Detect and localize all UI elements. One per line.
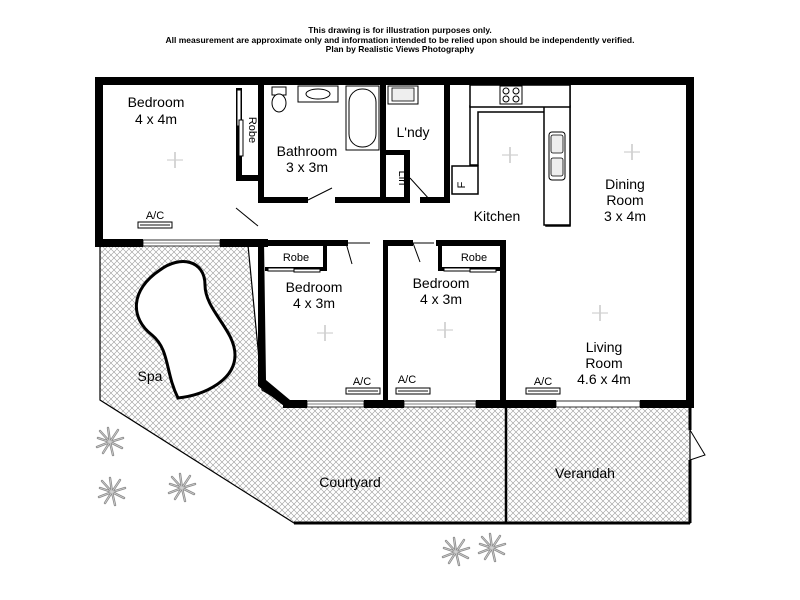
bedroom2-name: Bedroom <box>286 279 343 295</box>
ac-unit-icon <box>395 387 431 395</box>
verandah-name: Verandah <box>555 465 615 481</box>
bathroom-size: 3 x 3m <box>286 159 328 175</box>
robe-label-bedroom1: Robe <box>246 117 258 143</box>
spa-name: Spa <box>138 368 163 384</box>
dining-size: 3 x 4m <box>604 208 646 224</box>
ac-unit-icon <box>525 387 561 395</box>
laundry-name: L'ndy <box>396 124 429 140</box>
kitchen-bench <box>469 84 571 227</box>
dining-name-1: Dining <box>605 176 645 192</box>
bedroom1-size: 4 x 4m <box>135 111 177 127</box>
fridge-label: F <box>456 181 468 188</box>
ac-unit-icon <box>345 387 381 395</box>
robe-label-bedroom2: Robe <box>283 252 309 264</box>
ceiling-light-icon <box>501 146 519 164</box>
living-name-2: Room <box>585 355 622 371</box>
bathroom-fixtures <box>271 85 419 151</box>
kitchen-name: Kitchen <box>474 208 521 224</box>
ac-label-bedroom1: A/C <box>146 210 164 222</box>
disclaimer-line-3: Plan by Realistic Views Photography <box>325 44 475 54</box>
ac-label-bedroom3: A/C <box>398 374 416 386</box>
plant-icon <box>441 536 471 567</box>
plant-icon <box>95 426 125 457</box>
bedroom2-size: 4 x 3m <box>293 295 335 311</box>
dining-name-2: Room <box>606 192 643 208</box>
bathroom-name: Bathroom <box>277 143 338 159</box>
disclaimer: This drawing is for illustration purpose… <box>0 25 800 55</box>
bedroom1-name: Bedroom <box>128 94 185 110</box>
ceiling-light-icon <box>316 324 334 342</box>
disclaimer-line-1: This drawing is for illustration purpose… <box>308 25 492 35</box>
plant-icon <box>477 532 507 563</box>
bedroom3-size: 4 x 3m <box>420 291 462 307</box>
courtyard-name: Courtyard <box>319 474 380 490</box>
ceiling-light-icon <box>591 304 609 322</box>
ac-label-living: A/C <box>534 376 552 388</box>
fridge-box <box>451 165 479 195</box>
ceiling-light-icon <box>436 321 454 339</box>
linen-name: Lin <box>396 171 408 186</box>
stove-icon <box>499 85 523 105</box>
spa-pool <box>135 260 237 400</box>
ac-unit-icon <box>137 221 173 229</box>
plant-icon <box>97 476 127 507</box>
disclaimer-line-2: All measurement are approximate only and… <box>165 34 635 45</box>
interior-walls <box>236 85 506 406</box>
door-swings <box>235 177 706 461</box>
ac-label-bedroom2: A/C <box>353 376 371 388</box>
ceiling-light-icon <box>166 151 184 169</box>
living-size: 4.6 x 4m <box>577 371 631 387</box>
verandah-area <box>505 404 691 524</box>
robe-doors <box>236 89 497 273</box>
bedroom3-name: Bedroom <box>413 275 470 291</box>
robe-label-bedroom3: Robe <box>461 252 487 264</box>
living-name-1: Living <box>586 339 623 355</box>
plant-icon <box>167 472 197 503</box>
ceiling-light-icon <box>623 143 641 161</box>
